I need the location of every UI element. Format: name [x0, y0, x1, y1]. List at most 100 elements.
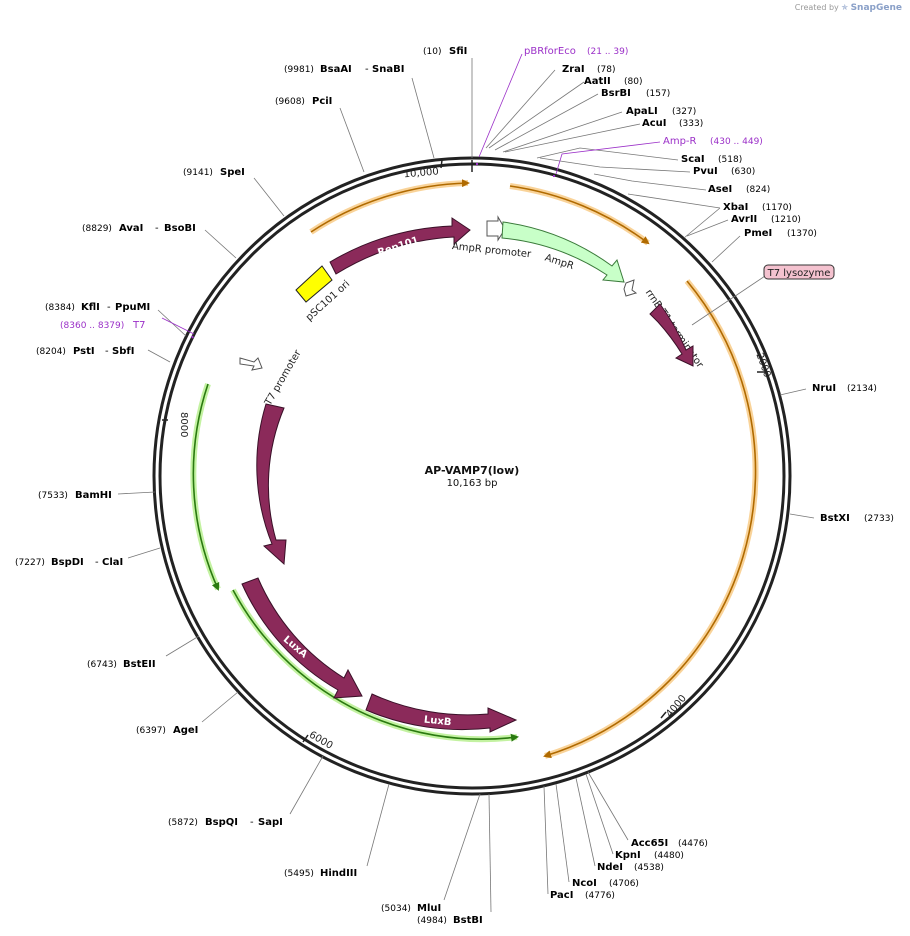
enzyme-bstxi[interactable]: BstXI: [820, 513, 850, 524]
feature-label-m13-gene-iii: M13 gene III: [291, 470, 302, 540]
enzyme-apali-pos: (327): [672, 107, 696, 117]
enzyme-sfii-pos: (10): [423, 47, 441, 57]
enzyme-bspdi[interactable]: BspDI: [51, 557, 84, 568]
primer-marks: [191, 163, 555, 339]
tick-label-8000: 8000: [178, 412, 189, 437]
green-arcs: [190, 383, 519, 743]
enzyme-scai-pos: (518): [718, 155, 742, 165]
enzyme-pvui-pos: (630): [731, 167, 755, 177]
enzyme-bsrbi-pos: (157): [646, 89, 670, 99]
pair-dashes: - - - - - -: [95, 64, 369, 828]
primer-t7[interactable]: T7: [132, 320, 145, 331]
enzyme-bstxi-pos: (2733): [864, 514, 894, 524]
enzyme-clai[interactable]: ClaI: [102, 557, 123, 568]
enzyme-spei[interactable]: SpeI: [220, 167, 245, 178]
enzyme-agei[interactable]: AgeI: [173, 725, 198, 736]
primer-amp-r[interactable]: Amp-R: [663, 136, 697, 147]
feature-t7-promoter[interactable]: T7 promoter: [239, 348, 304, 409]
enzyme-bspqi[interactable]: BspQI: [205, 817, 238, 828]
enzyme-nrui[interactable]: NruI: [812, 383, 836, 394]
snapgene-logo-icon: ✯: [841, 3, 849, 12]
tick-label-10000: 10,000: [403, 166, 439, 180]
enzyme-kpni-pos: (4480): [654, 851, 684, 861]
svg-text:-: -: [365, 64, 369, 75]
enzyme-ndei[interactable]: NdeI: [597, 862, 623, 873]
enzyme-asei[interactable]: AseI: [708, 184, 732, 195]
enzyme-zrai[interactable]: ZraI: [562, 64, 585, 75]
enzyme-ncoi[interactable]: NcoI: [572, 878, 597, 889]
enzyme-bstbi[interactable]: BstBI: [453, 915, 483, 926]
enzyme-sbfi[interactable]: SbfI: [112, 346, 134, 357]
enzyme-bspdi-pos: (7227): [15, 558, 45, 568]
enzyme-asei-pos: (824): [746, 185, 770, 195]
enzyme-sfii[interactable]: SfiI: [449, 46, 467, 57]
enzyme-hindiii[interactable]: HindIII: [320, 868, 357, 879]
feature-rep101[interactable]: Rep101: [329, 217, 471, 275]
feature-label-luxb: LuxB: [423, 715, 452, 729]
enzyme-acc65i[interactable]: Acc65I: [631, 838, 668, 849]
enzyme-bamhi-pos: (7533): [38, 491, 68, 501]
enzyme-leaders: [117, 58, 815, 913]
plasmid-name: AP-VAMP7(low): [425, 464, 520, 477]
primer-amp-r-range: (430 .. 449): [710, 137, 763, 147]
feature-t7-lysozyme[interactable]: [649, 303, 694, 367]
enzyme-avrii-pos: (1210): [771, 215, 801, 225]
enzyme-avai[interactable]: AvaI: [119, 223, 143, 234]
enzyme-pcii[interactable]: PciI: [312, 96, 332, 107]
orange-arcs: [309, 179, 759, 759]
primer-t7-range: (8360 .. 8379): [60, 321, 124, 331]
primer-leaders: [161, 53, 661, 335]
svg-text:-: -: [155, 223, 159, 234]
enzyme-sapi[interactable]: SapI: [258, 817, 283, 828]
enzyme-paci[interactable]: PacI: [550, 890, 573, 901]
tick-label-2000: 2000: [753, 351, 772, 379]
enzyme-ncoi-pos: (4706): [609, 879, 639, 889]
tick-label-4000: 4000: [664, 693, 689, 720]
enzyme-agei-pos: (6397): [136, 726, 166, 736]
enzyme-spei-pos: (9141): [183, 168, 213, 178]
enzyme-mlui[interactable]: MluI: [417, 903, 441, 914]
enzyme-snabi[interactable]: SnaBI: [372, 64, 404, 75]
feature-luxa[interactable]: LuxA: [241, 577, 363, 699]
primer-pbrforeco[interactable]: pBRforEco: [524, 46, 576, 57]
svg-text:-: -: [107, 302, 111, 313]
enzyme-kfli-pos: (8384): [45, 303, 75, 313]
enzyme-aatii[interactable]: AatII: [584, 76, 611, 87]
enzyme-ndei-pos: (4538): [634, 863, 664, 873]
enzyme-acui[interactable]: AcuI: [642, 118, 667, 129]
feature-luxb[interactable]: LuxB: [365, 693, 518, 733]
enzyme-pmei[interactable]: PmeI: [744, 228, 772, 239]
svg-text:-: -: [105, 346, 109, 357]
enzyme-bamhi[interactable]: BamHI: [75, 490, 112, 501]
enzyme-apali[interactable]: ApaLI: [626, 106, 658, 117]
enzyme-bstbi-pos: (4984): [417, 916, 447, 926]
enzyme-psti[interactable]: PstI: [73, 346, 95, 357]
enzyme-psti-pos: (8204): [36, 347, 66, 357]
enzyme-bsteii[interactable]: BstEII: [123, 659, 156, 670]
plasmid-size: 10,163 bp: [447, 478, 498, 489]
enzyme-xbai[interactable]: XbaI: [723, 202, 748, 213]
enzyme-bsteii-pos: (6743): [87, 660, 117, 670]
enzyme-scai[interactable]: ScaI: [681, 154, 705, 165]
enzyme-acc65i-pos: (4476): [678, 839, 708, 849]
enzyme-kfli[interactable]: KflI: [81, 302, 100, 313]
feature-label-t7-promoter: T7 promoter: [263, 348, 304, 409]
enzyme-kpni[interactable]: KpnI: [615, 850, 641, 861]
enzyme-avrii[interactable]: AvrII: [731, 214, 757, 225]
ticks: [162, 159, 765, 743]
t7-lysozyme-tag[interactable]: T7 lysozyme: [691, 264, 835, 326]
enzyme-labels: (10) SfiI ZraI (78) AatII (80) BsrBI (15…: [15, 46, 894, 926]
credit-brand: SnapGene: [850, 3, 902, 13]
enzyme-bsobi[interactable]: BsoBI: [164, 223, 196, 234]
feature-psc101-ori[interactable]: pSC101 ori: [295, 265, 352, 324]
enzyme-pvui[interactable]: PvuI: [693, 166, 718, 177]
enzyme-pmei-pos: (1370): [787, 229, 817, 239]
feature-m13-gene-iii[interactable]: M13 gene III: [256, 403, 302, 566]
primer-labels: pBRforEco (21 .. 39) Amp-R (430 .. 449) …: [60, 46, 763, 331]
enzyme-avai-pos: (8829): [82, 224, 112, 234]
enzyme-ppumi[interactable]: PpuMI: [115, 302, 150, 313]
enzyme-bsrbi[interactable]: BsrBI: [601, 88, 631, 99]
enzyme-bsaai[interactable]: BsaAI: [320, 64, 352, 75]
primer-pbrforeco-range: (21 .. 39): [587, 47, 628, 57]
